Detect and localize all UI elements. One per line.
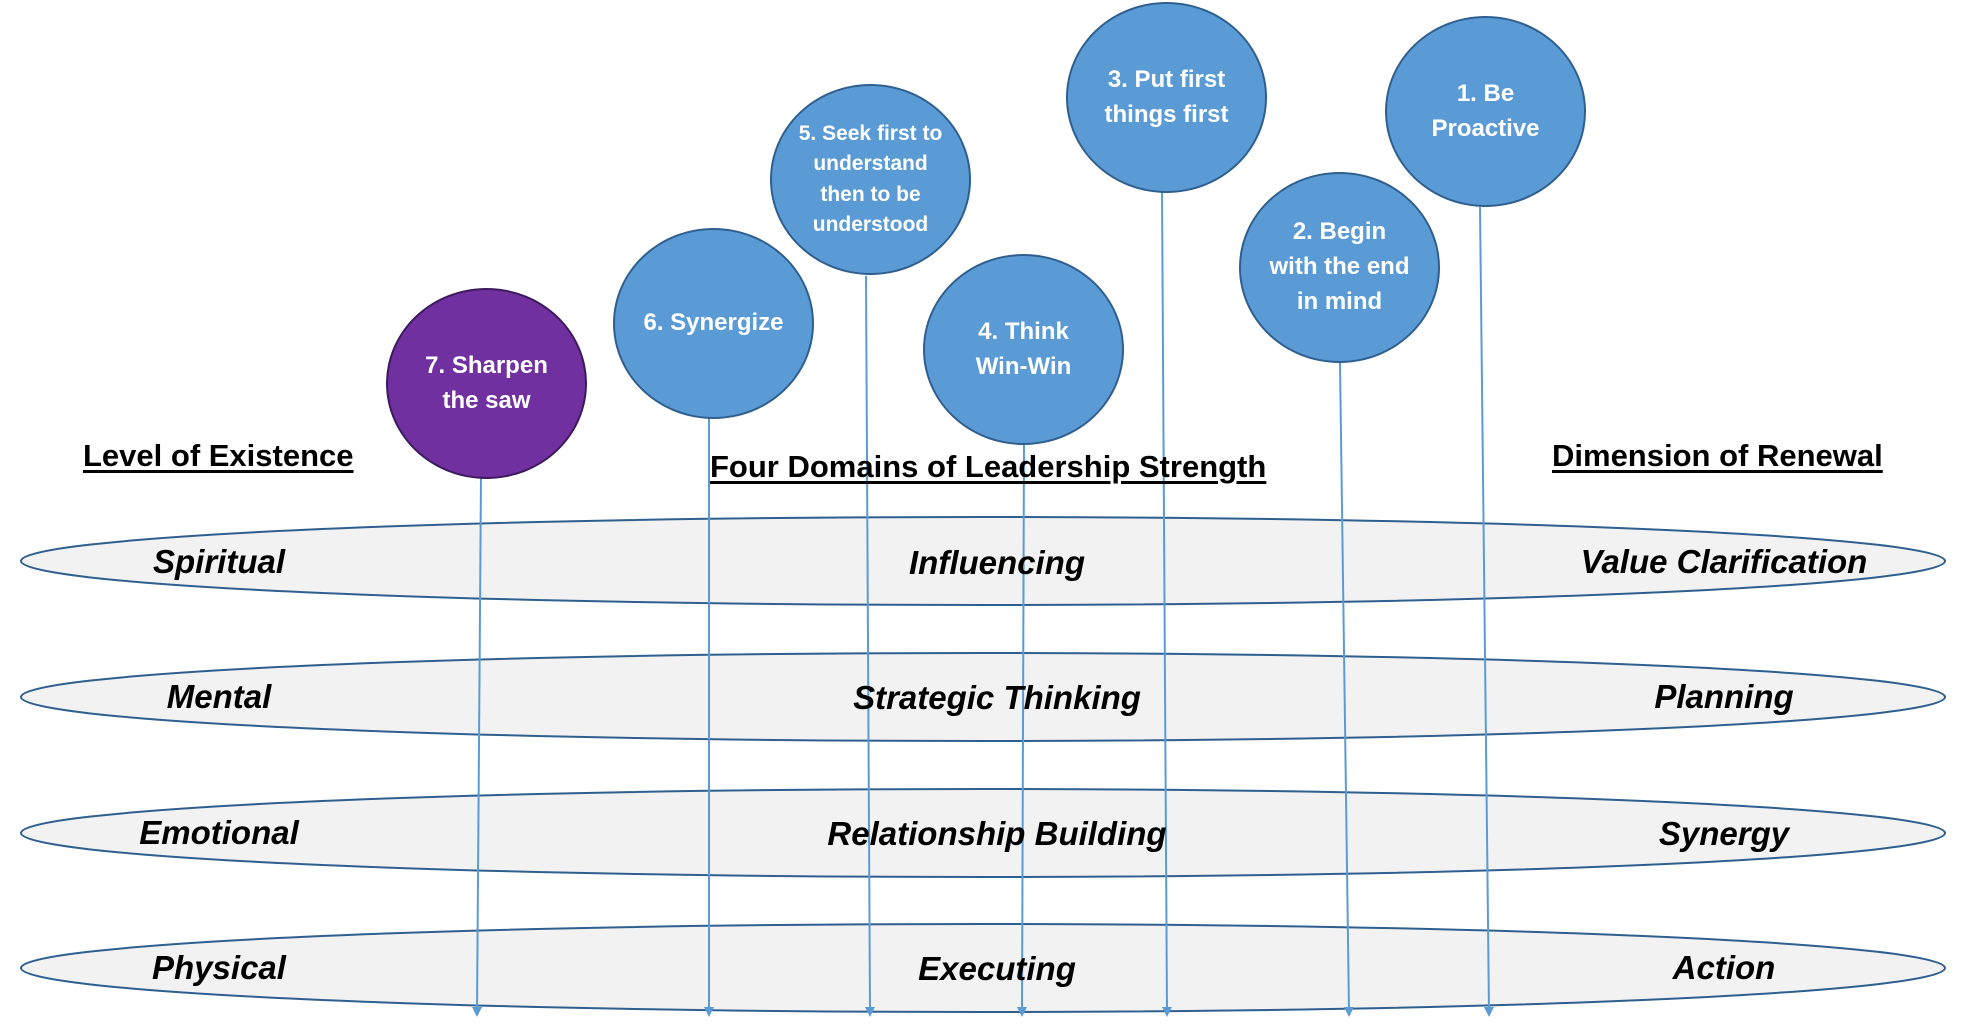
- renewal-label-planning: Planning: [1654, 678, 1794, 715]
- habit-5-seek-first: 5. Seek first to understand then to be u…: [770, 84, 971, 275]
- domain-label-strategic-thinking: Strategic Thinking: [853, 679, 1141, 716]
- band-emotional: [20, 788, 1946, 878]
- arrow-habit-5: [864, 275, 875, 1017]
- level-label-spiritual: Spiritual: [152, 543, 286, 580]
- renewal-label-value-clarification: Value Clarification: [1580, 543, 1868, 580]
- renewal-label-action: Action: [1672, 949, 1776, 986]
- level-label-emotional: Emotional: [139, 814, 299, 851]
- band-mental: [20, 652, 1946, 742]
- band-physical: [20, 923, 1946, 1013]
- arrow-habit-4: [1017, 439, 1028, 1017]
- level-label-physical: Physical: [152, 949, 286, 986]
- domain-label-influencing: Influencing: [909, 544, 1085, 581]
- habit-2-begin-with-end: 2. Begin with the end in mind: [1239, 172, 1440, 363]
- level-label-mental: Mental: [166, 678, 272, 715]
- band-spiritual: [20, 516, 1946, 606]
- arrow-habit-2: [1339, 362, 1354, 1017]
- arrow-habit-3: [1161, 190, 1172, 1017]
- habit-1-be-proactive: 1. Be Proactive: [1385, 16, 1586, 207]
- habit-4-think-win-win: 4. Think Win-Win: [923, 254, 1124, 445]
- habit-6-synergize: 6. Synergize: [613, 228, 814, 419]
- arrow-habit-1: [1479, 206, 1494, 1017]
- header-dimension-of-renewal: Dimension of Renewal: [1552, 438, 1883, 473]
- habit-7-sharpen-the-saw: 7. Sharpen the saw: [386, 288, 587, 479]
- arrow-habit-7: [472, 476, 483, 1017]
- habit-3-put-first-things-first: 3. Put first things first: [1066, 2, 1267, 193]
- domain-label-executing: Executing: [918, 950, 1076, 987]
- domain-label-relationship-building: Relationship Building: [827, 815, 1167, 852]
- header-level-of-existence: Level of Existence: [83, 438, 354, 473]
- renewal-label-synergy: Synergy: [1658, 815, 1790, 852]
- header-four-domains: Four Domains of Leadership Strength: [710, 449, 1267, 484]
